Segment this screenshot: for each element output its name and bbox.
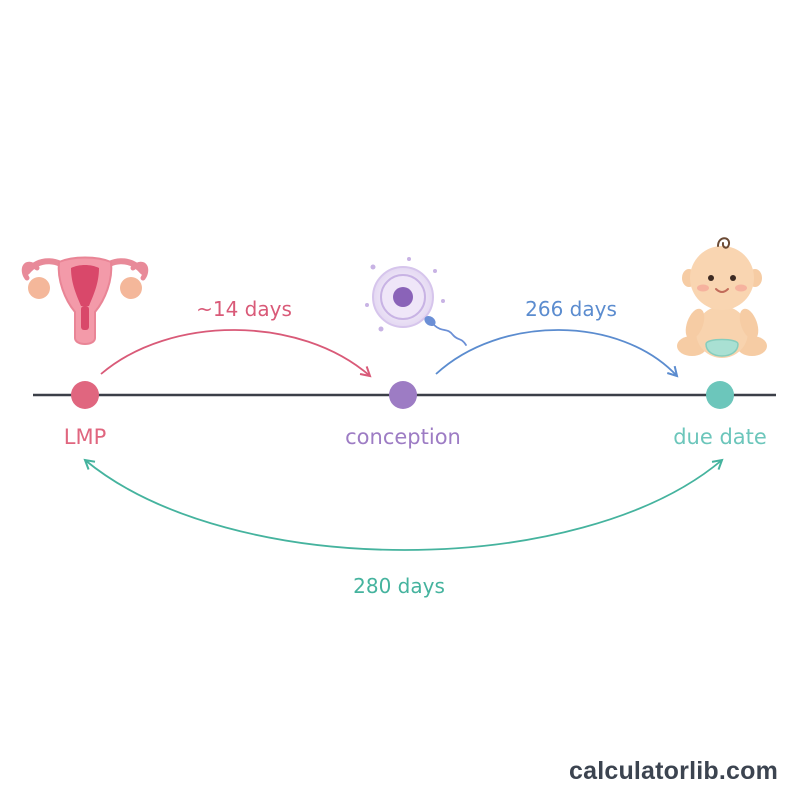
brand-watermark: calculatorlib.com bbox=[568, 757, 778, 785]
milestone-dot-due-date bbox=[706, 381, 734, 409]
milestone-dot-lmp bbox=[71, 381, 99, 409]
milestone-label-due-date: due date bbox=[673, 425, 767, 449]
uterus-icon bbox=[21, 256, 149, 345]
arc-lmp-to-due-date bbox=[83, 458, 724, 551]
interval-label-280-days: 280 days bbox=[353, 574, 445, 598]
egg-sperm-icon bbox=[365, 257, 467, 346]
interval-label-14-days: ~14 days bbox=[196, 297, 292, 321]
interval-label-266-days: 266 days bbox=[525, 297, 617, 321]
milestone-label-lmp: LMP bbox=[64, 425, 106, 449]
milestone-label-conception: conception bbox=[345, 425, 461, 449]
baby-icon bbox=[677, 237, 767, 358]
arc-lmp-to-conception bbox=[100, 329, 372, 378]
arc-conception-to-due-date bbox=[435, 329, 679, 378]
milestone-dot-conception bbox=[389, 381, 417, 409]
